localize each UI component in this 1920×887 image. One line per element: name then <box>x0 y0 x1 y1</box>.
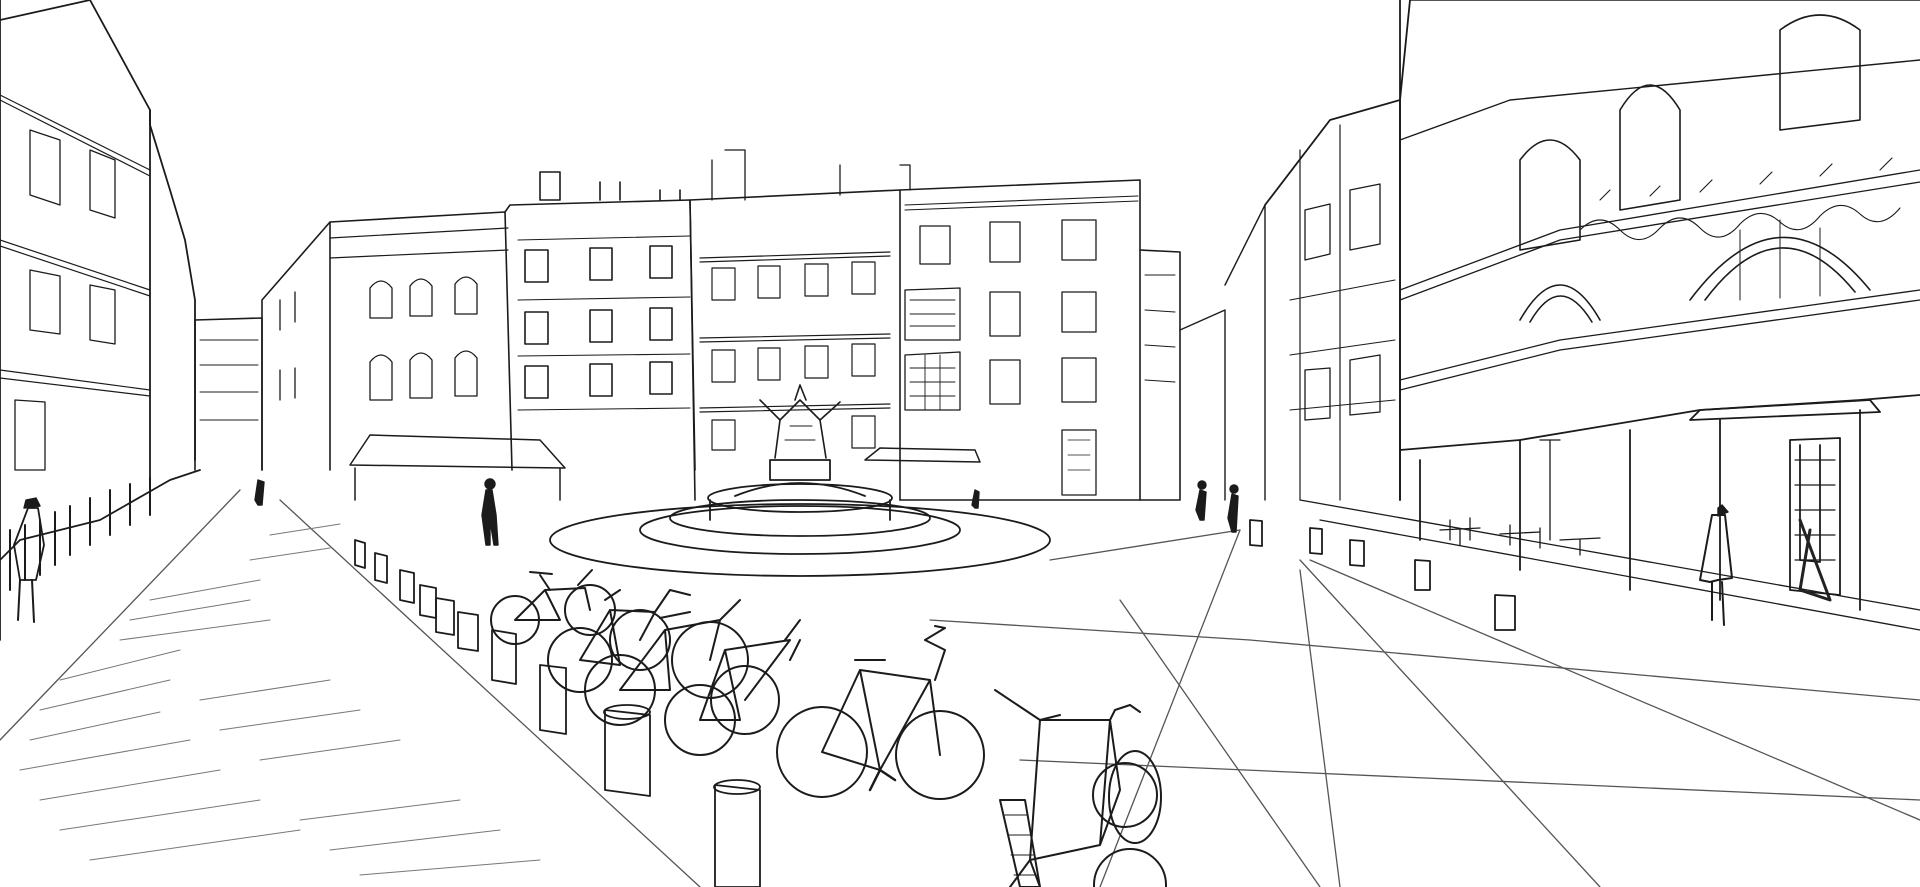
bollards <box>354 519 1516 887</box>
arched-windows-row <box>279 276 478 401</box>
grand-arched-windows <box>1519 14 1871 323</box>
cafe-awning <box>349 434 981 501</box>
central-fountain <box>549 384 1051 577</box>
pedestrians <box>13 478 1733 626</box>
left-sidewalk-hatching <box>19 523 541 876</box>
street-lamps <box>1539 439 1561 541</box>
cafe-tables <box>1439 517 1601 556</box>
ornamental-frieze <box>1579 157 1901 241</box>
paving-lines <box>0 489 1920 887</box>
left-building-row <box>0 0 201 641</box>
parked-bicycles <box>490 569 1167 887</box>
fountain-statue <box>759 384 841 459</box>
far-building-row <box>194 149 1266 501</box>
right-building-row <box>1264 0 1920 631</box>
